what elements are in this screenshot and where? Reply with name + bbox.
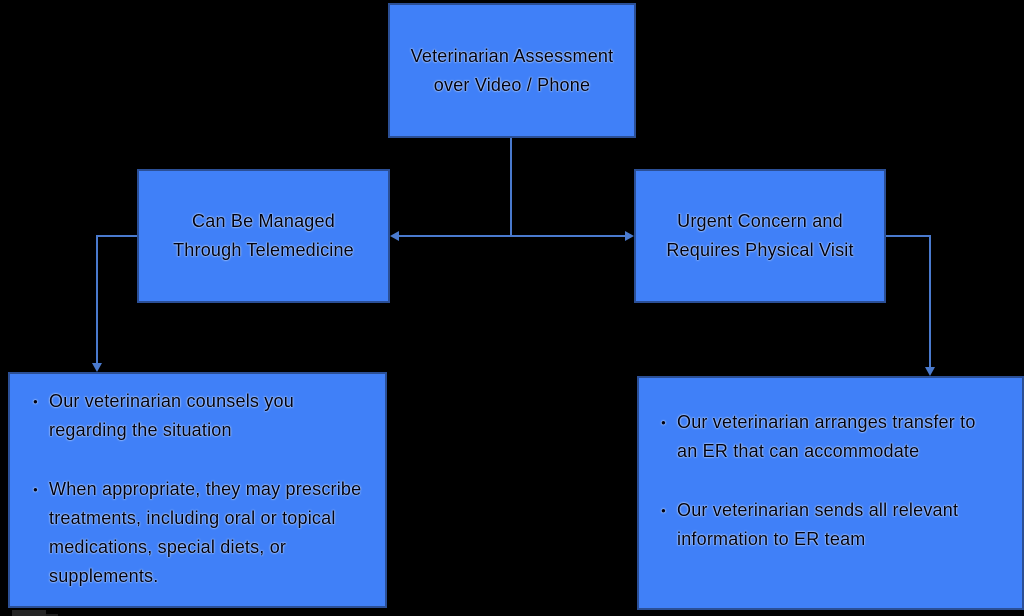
bullet-icon: • bbox=[33, 482, 38, 497]
list-item-text: Our veterinarian arranges transfer to an… bbox=[677, 412, 976, 461]
cropped-edge-artifact bbox=[12, 610, 46, 616]
list-item-text: Our veterinarian sends all relevant info… bbox=[677, 500, 959, 549]
node-label-line: over Video / Phone bbox=[433, 74, 591, 95]
connector-left-vertical bbox=[96, 235, 98, 364]
list-item: • When appropriate, they may prescribe t… bbox=[22, 475, 385, 591]
node-label-line: Urgent Concern and bbox=[677, 211, 843, 231]
bullet-list: • Our veterinarian arranges transfer to … bbox=[639, 378, 1022, 554]
node-label-line: Through Telemedicine bbox=[173, 240, 354, 260]
arrowhead-left-icon bbox=[390, 231, 399, 241]
connector-branch-horizontal bbox=[396, 235, 628, 237]
arrowhead-down-left-icon bbox=[92, 363, 102, 372]
node-label-line: Requires Physical Visit bbox=[666, 240, 854, 260]
node-urgent-details: • Our veterinarian arranges transfer to … bbox=[637, 376, 1024, 610]
connector-top-vertical bbox=[510, 138, 512, 236]
node-label-line: Veterinarian Assessment bbox=[410, 45, 614, 66]
bullet-icon: • bbox=[661, 415, 666, 430]
connector-left-horizontal bbox=[96, 235, 137, 237]
list-item-text: Our veterinarian counsels you regarding … bbox=[49, 391, 294, 440]
bullet-icon: • bbox=[33, 394, 38, 409]
node-urgent-physical-visit: Urgent Concern and Requires Physical Vis… bbox=[634, 169, 886, 303]
list-item-text: When appropriate, they may prescribe tre… bbox=[49, 479, 362, 586]
node-label-line: Can Be Managed bbox=[192, 211, 335, 231]
bullet-icon: • bbox=[661, 503, 666, 518]
arrowhead-right-icon bbox=[625, 231, 634, 241]
list-item: • Our veterinarian arranges transfer to … bbox=[650, 408, 1022, 466]
list-item: • Our veterinarian sends all relevant in… bbox=[650, 496, 1022, 554]
node-telemedicine-details: • Our veterinarian counsels you regardin… bbox=[8, 372, 387, 608]
node-managed-telemedicine: Can Be Managed Through Telemedicine bbox=[137, 169, 390, 303]
connector-right-vertical bbox=[929, 235, 931, 367]
arrowhead-down-right-icon bbox=[925, 367, 935, 376]
bullet-list: • Our veterinarian counsels you regardin… bbox=[10, 374, 385, 591]
connector-right-horizontal bbox=[886, 235, 930, 237]
node-veterinarian-assessment: Veterinarian Assessment over Video / Pho… bbox=[388, 3, 636, 138]
list-item: • Our veterinarian counsels you regardin… bbox=[22, 387, 385, 445]
